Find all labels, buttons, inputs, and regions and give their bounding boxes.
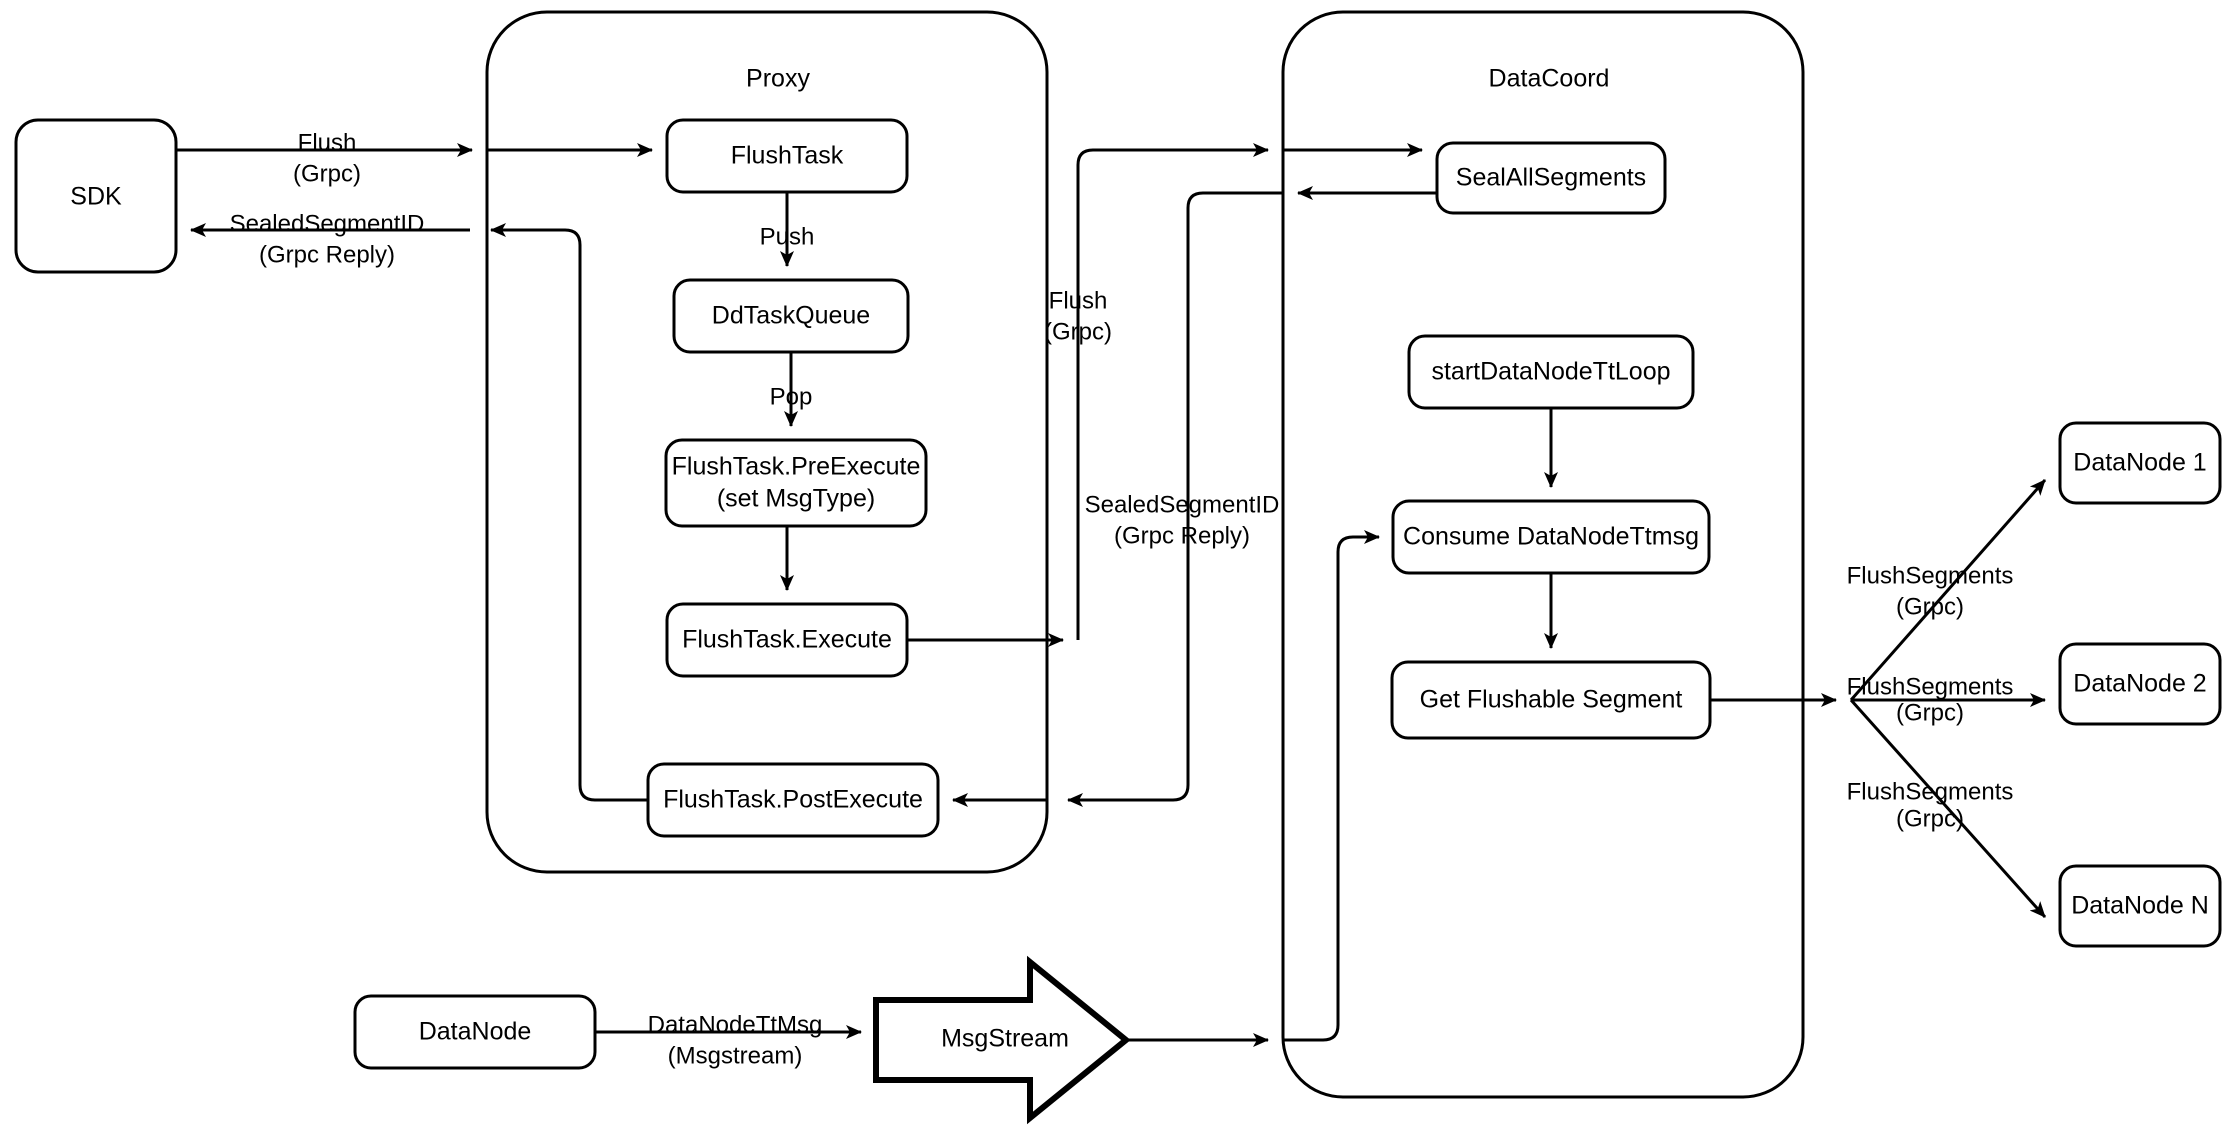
group-proxy-title: Proxy [746, 65, 810, 93]
node-flushtask-preexecute-label-line2: (set MsgType) [717, 485, 875, 513]
edge-pop-label: Pop [770, 383, 813, 410]
node-datanode-1-label: DataNode 1 [2073, 449, 2206, 477]
edge-proxy-to-sdk-label-line1: SealedSegmentID [230, 210, 425, 237]
edge-datacoord-boundary-to-consume [1283, 530, 1380, 1042]
group-datacoord-title: DataCoord [1489, 65, 1610, 93]
edge-to-datanoden-label-line2: (Grpc) [1896, 805, 1964, 832]
edge-datacoord-to-proxy-label-line1: SealedSegmentID [1085, 491, 1280, 518]
node-get-flushable-segment-label: Get Flushable Segment [1420, 686, 1683, 714]
edge-sdk-to-proxy-label-line1: Flush [298, 129, 357, 156]
node-sdk-label: SDK [70, 183, 122, 211]
edge-junction-to-datanoden [1849, 699, 2047, 918]
node-consume-datanodettmsg-label: Consume DataNodeTtmsg [1403, 523, 1699, 551]
node-msgstream-label: MsgStream [941, 1025, 1069, 1053]
edge-proxy-to-datacoord-flush [1076, 143, 1269, 640]
edge-to-datanode2-label-line1: FlushSegments [1847, 673, 2014, 700]
node-datanode-n-label: DataNode N [2071, 892, 2209, 920]
node-sealallsegments-label: SealAllSegments [1456, 164, 1646, 192]
edge-datacoord-to-proxy-label-line2: (Grpc Reply) [1114, 522, 1250, 549]
node-ddtaskqueue-label: DdTaskQueue [712, 302, 870, 330]
group-datacoord [1281, 10, 1805, 1099]
node-flushtask-postexecute-label: FlushTask.PostExecute [663, 786, 923, 814]
node-flushtask-preexecute-label-line1: FlushTask.PreExecute [672, 453, 921, 481]
node-flushtask-preexecute[interactable] [664, 438, 928, 528]
node-sealallsegments[interactable] [1435, 141, 1667, 215]
node-datanode-1[interactable] [2058, 421, 2222, 505]
node-msgstream[interactable] [873, 955, 1131, 1125]
node-flushtask-label: FlushTask [731, 142, 844, 170]
edge-to-datanode2-label-line2: (Grpc) [1896, 699, 1964, 726]
node-datanode-source-label: DataNode [419, 1018, 532, 1046]
node-datanode-2-label: DataNode 2 [2073, 670, 2206, 698]
edge-to-datanode1-label-line2: (Grpc) [1896, 593, 1964, 620]
edge-junction-to-datanode1 [1849, 479, 2047, 701]
edge-sdk-to-proxy-label-line2: (Grpc) [293, 160, 361, 187]
edge-datacoord-to-proxy-reply [1067, 191, 1283, 807]
edge-to-datanode1-label-line1: FlushSegments [1847, 562, 2014, 589]
edge-to-datanoden-label-line1: FlushSegments [1847, 778, 2014, 805]
edge-proxy-to-sdk-label-line2: (Grpc Reply) [259, 241, 395, 268]
edge-proxy-to-datacoord-label-line1: Flush [1049, 287, 1108, 314]
node-datanode-2[interactable] [2058, 642, 2222, 726]
node-sdk[interactable] [14, 118, 178, 274]
node-startdatanodettloop-label: startDataNodeTtLoop [1431, 358, 1670, 386]
group-proxy [485, 10, 1049, 874]
edge-proxy-to-datacoord-label-line2: (Grpc) [1044, 318, 1112, 345]
edge-datanode-to-msgstream-label-line1: DataNodeTtMsg [648, 1011, 823, 1038]
edge-datanode-to-msgstream-label-line2: (Msgstream) [668, 1042, 803, 1069]
node-flushtask-execute-label: FlushTask.Execute [682, 626, 892, 654]
node-datanode-n[interactable] [2058, 864, 2222, 948]
edge-postexecute-to-proxy-left [490, 223, 648, 802]
edge-push-label: Push [760, 223, 815, 250]
